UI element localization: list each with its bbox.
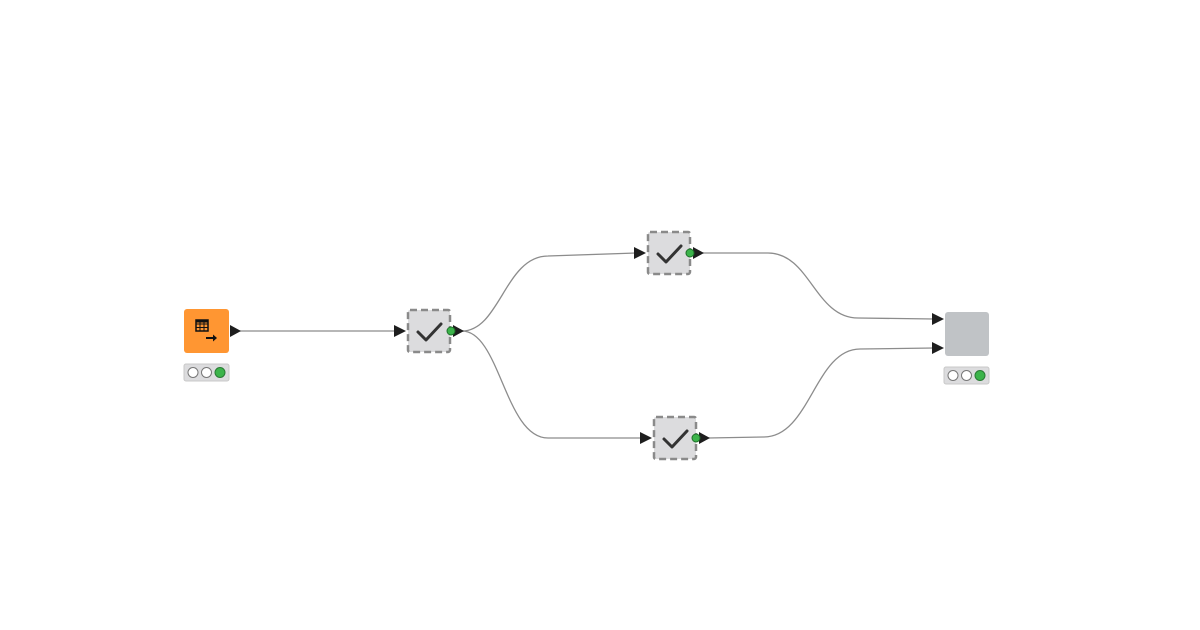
connection-4-5[interactable]: [707, 347, 935, 439]
node-sink[interactable]: [932, 312, 989, 356]
table-arrow-icon: [195, 319, 217, 342]
connection-2-3[interactable]: [461, 252, 637, 332]
status-dot: [446, 326, 456, 336]
component-node-2[interactable]: [634, 230, 704, 276]
node-table-creator[interactable]: [184, 309, 241, 353]
component-node-1[interactable]: [394, 308, 464, 354]
component-node-3[interactable]: [640, 415, 710, 461]
output-port[interactable]: [693, 247, 704, 259]
input-port[interactable]: [640, 432, 652, 444]
traffic-light-5: [943, 366, 990, 385]
connection-3-5[interactable]: [702, 252, 935, 320]
input-port-2[interactable]: [932, 342, 944, 354]
traffic-light-1: [183, 363, 230, 382]
output-port[interactable]: [699, 432, 710, 444]
input-port-1[interactable]: [932, 313, 944, 325]
status-dot: [685, 248, 695, 258]
input-port[interactable]: [634, 247, 646, 259]
output-port[interactable]: [453, 325, 464, 337]
input-port[interactable]: [394, 325, 406, 337]
status-dot: [691, 433, 701, 443]
connection-2-4[interactable]: [461, 330, 642, 439]
output-port[interactable]: [230, 325, 241, 337]
